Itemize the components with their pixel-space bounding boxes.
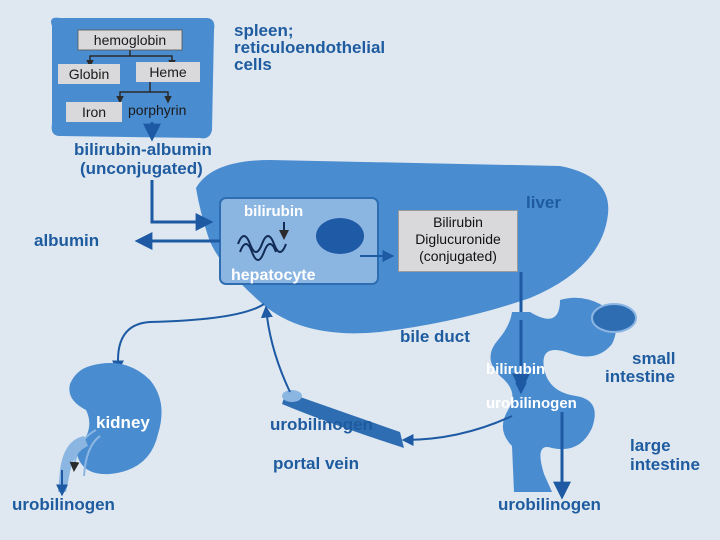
kidney-label: kidney — [96, 413, 150, 432]
arrow-portal-vein-to-liver — [260, 305, 291, 393]
large-intestine-label-2: intestine — [630, 455, 700, 474]
hepatocyte-bilirubin-label: bilirubin — [244, 203, 303, 220]
unconjugated-label: (unconjugated) — [80, 159, 203, 178]
arrow-intestine-to-portal-vein — [401, 415, 513, 446]
conjugated-line-3: (conjugated) — [419, 248, 497, 264]
endoplasmic-reticulum-icon — [237, 235, 287, 261]
globin-label: Globin — [69, 66, 109, 82]
iron-label: Iron — [82, 104, 106, 120]
portal-vein-opening — [282, 390, 302, 402]
hemoglobin-breakdown-arrows — [86, 50, 176, 104]
large-intestine-label-1: large — [630, 436, 671, 455]
hemoglobin-box — [77, 29, 183, 51]
spleen-label: spleen; — [234, 21, 294, 40]
portal-vein-label: portal vein — [273, 454, 359, 473]
porphyrin-label: porphyrin — [128, 102, 186, 118]
cells-label: cells — [234, 55, 272, 74]
kidney-urobilinogen-label: urobilinogen — [12, 495, 115, 514]
albumin-label: albumin — [34, 231, 99, 250]
heme-box — [136, 62, 200, 82]
globin-box — [58, 64, 120, 84]
ureter-shape — [58, 436, 88, 492]
conjugated-line-2: Diglucuronide — [415, 231, 501, 247]
reticuloendothelial-label: reticuloendothelial — [234, 38, 385, 57]
kidney-excretion-arrows — [69, 429, 101, 477]
bile-duct-label: bile duct — [400, 327, 470, 346]
intestine-urobilinogen-label: urobilinogen — [486, 395, 577, 412]
hepatocyte-label: hepatocyte — [231, 267, 316, 284]
hepatocyte-nucleus — [316, 218, 364, 254]
kidney-shape — [69, 363, 162, 475]
small-intestine-label-1: small — [632, 349, 675, 368]
intestine-bilirubin-label: bilirubin — [486, 361, 545, 378]
bilirubin-albumin-label: bilirubin-albumin — [74, 140, 212, 159]
small-intestine-label-2: intestine — [605, 367, 675, 386]
portal-vein-shape — [282, 392, 404, 448]
conjugated-line-1: Bilirubin — [433, 214, 483, 230]
arrow-bilirubin-to-liver — [150, 180, 214, 231]
intestine-cross-section — [591, 303, 637, 333]
conjugated-bilirubin-box: Bilirubin Diglucuronide (conjugated) — [398, 210, 518, 272]
arrow-blood-to-kidney — [112, 303, 265, 373]
iron-box — [66, 102, 122, 122]
heme-label: Heme — [149, 64, 187, 80]
portal-urobilinogen-label: urobilinogen — [270, 415, 373, 434]
fecal-urobilinogen-label: urobilinogen — [498, 495, 601, 514]
hemoglobin-label: hemoglobin — [94, 32, 166, 48]
liver-label: liver — [526, 193, 561, 212]
